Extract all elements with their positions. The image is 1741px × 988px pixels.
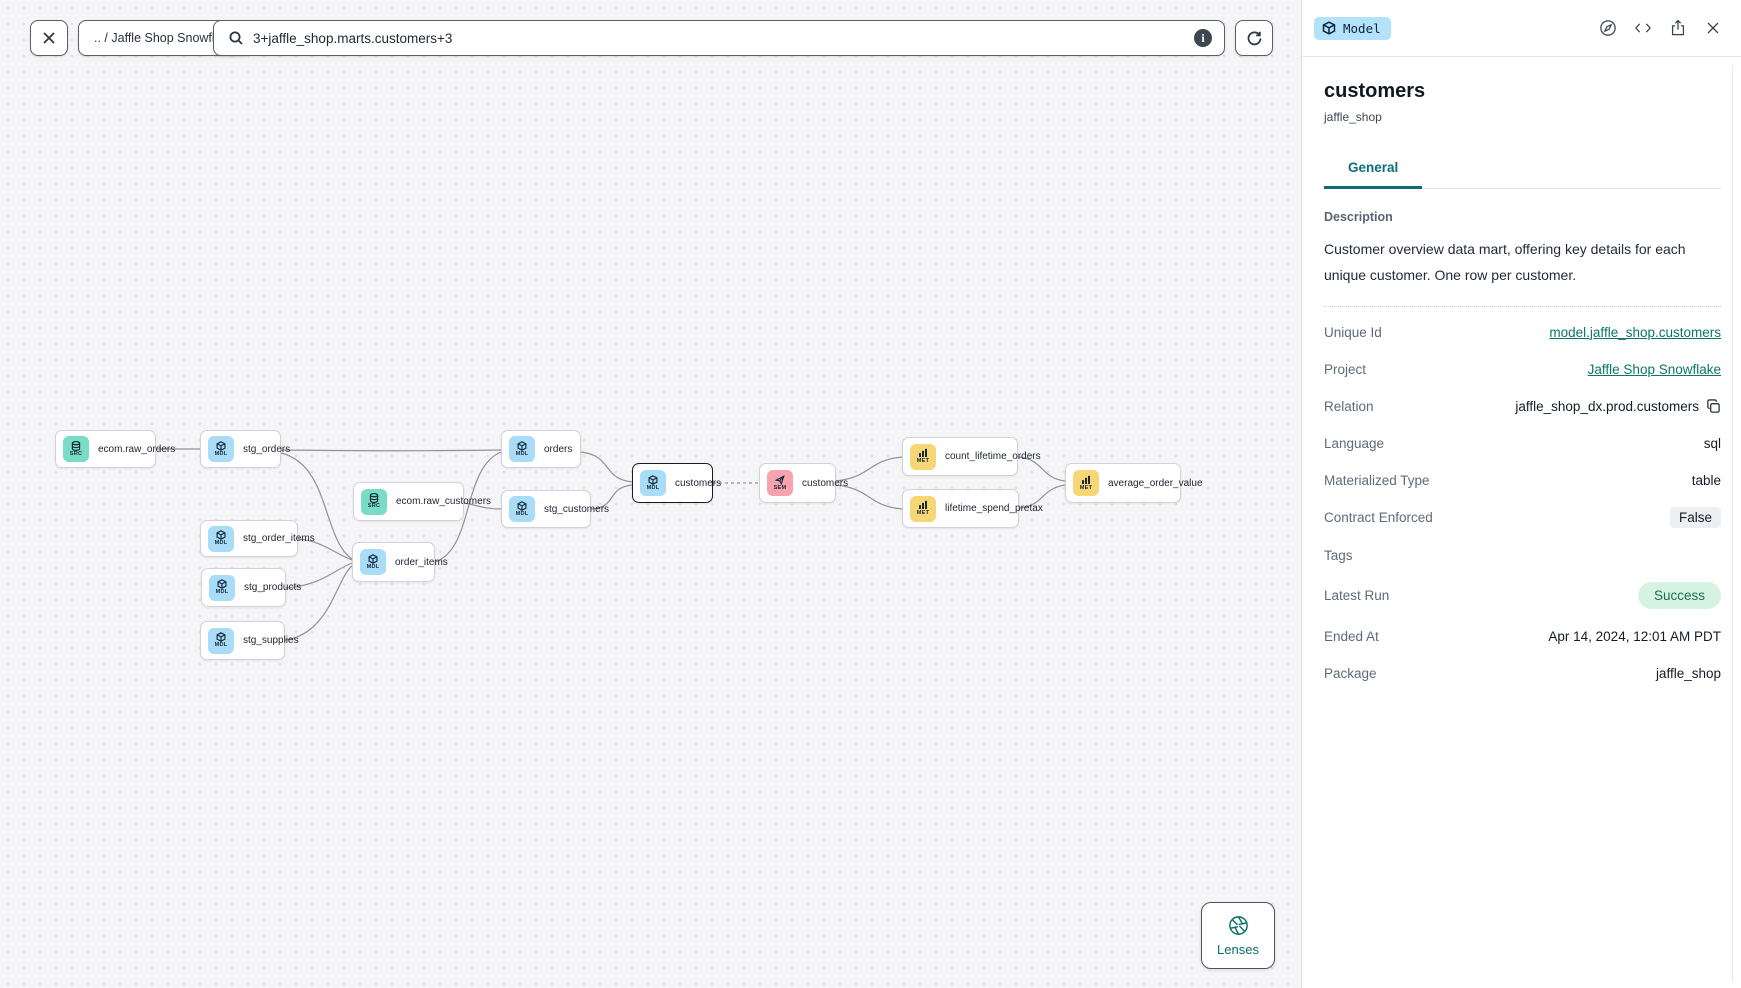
- close-lineage-button[interactable]: [30, 20, 68, 56]
- package-value: jaffle_shop: [1655, 665, 1721, 681]
- graph-node-stg-orders[interactable]: MDL stg_orders: [200, 430, 290, 468]
- view-code-button[interactable]: [1633, 18, 1653, 38]
- model-icon: MDL: [509, 436, 535, 462]
- graph-node-stg-supplies[interactable]: MDL stg_supplies: [200, 621, 299, 660]
- resource-type-badge: Model: [1314, 16, 1391, 40]
- model-icon: MDL: [509, 496, 535, 522]
- graph-node-stg-products[interactable]: MDL stg_products: [201, 568, 301, 607]
- field-row-materialized-type: Materialized Type table: [1324, 472, 1721, 488]
- cube-icon: [1322, 21, 1336, 35]
- lineage-canvas[interactable]: SRC ecom.raw_orders MDL stg_orders MDL s…: [0, 0, 1301, 988]
- field-row-package: Package jaffle_shop: [1324, 665, 1721, 681]
- model-icon: MDL: [208, 436, 234, 462]
- close-icon: [1707, 22, 1719, 34]
- semantic-model-icon: SEM: [767, 470, 793, 496]
- field-row-latest-run: Latest Run Success: [1324, 574, 1721, 618]
- panel-header: Model: [1302, 0, 1741, 57]
- description-text: Customer overview data mart, offering ke…: [1324, 237, 1721, 307]
- model-icon: MDL: [640, 470, 666, 496]
- close-panel-button[interactable]: [1703, 18, 1723, 38]
- graph-node-customers-selected[interactable]: MDL customers: [632, 463, 721, 503]
- unique-id-link[interactable]: model.jaffle_shop.customers: [1549, 324, 1721, 340]
- search-input[interactable]: [253, 30, 1185, 46]
- graph-node-orders[interactable]: MDL orders: [501, 430, 581, 468]
- code-icon: [1635, 23, 1651, 33]
- graph-node-ecom-raw-orders[interactable]: SRC ecom.raw_orders: [55, 430, 175, 468]
- graph-node-order-items[interactable]: MDL order_items: [352, 542, 448, 582]
- graph-node-stg-customers[interactable]: MDL stg_customers: [501, 490, 609, 528]
- status-badge: Success: [1637, 582, 1721, 610]
- model-icon: MDL: [208, 627, 234, 654]
- compass-icon: [1600, 20, 1616, 36]
- panel-scrollbar[interactable]: [1732, 65, 1733, 982]
- materialized-type-value: table: [1691, 472, 1721, 488]
- description-label: Description: [1324, 210, 1393, 224]
- graph-node-count-lifetime-orders[interactable]: MET count_lifetime_orders: [902, 437, 1041, 476]
- explore-lineage-button[interactable]: [1598, 18, 1618, 38]
- source-icon: SRC: [63, 436, 89, 462]
- source-icon: SRC: [361, 488, 387, 515]
- model-icon: MDL: [209, 574, 235, 601]
- metric-icon: MET: [910, 495, 936, 522]
- field-row-contract-enforced: Contract Enforced False: [1324, 499, 1721, 537]
- copy-button[interactable]: [1706, 399, 1721, 414]
- graph-node-lifetime-spend-pretax[interactable]: MET lifetime_spend_pretax: [902, 489, 1043, 528]
- field-row-language: Language sql: [1324, 435, 1721, 451]
- lenses-button[interactable]: Lenses: [1201, 902, 1275, 969]
- metric-icon: MET: [1073, 470, 1099, 496]
- panel-tabs: General: [1324, 151, 1721, 189]
- contract-enforced-value: False: [1669, 507, 1721, 529]
- graph-node-customers-semantic[interactable]: SEM customers: [759, 463, 848, 503]
- refresh-icon: [1247, 30, 1261, 45]
- field-row-project: Project Jaffle Shop Snowflake: [1324, 361, 1721, 377]
- field-rows: Unique Id model.jaffle_shop.customers Pr…: [1324, 314, 1721, 692]
- search-icon: [229, 31, 243, 45]
- share-button[interactable]: [1668, 18, 1688, 38]
- model-icon: MDL: [360, 549, 386, 575]
- panel-content: customers jaffle_shop General Descriptio…: [1302, 80, 1741, 692]
- share-icon: [1671, 19, 1685, 36]
- info-icon[interactable]: i: [1194, 29, 1212, 47]
- graph-node-stg-order-items[interactable]: MDL stg_order_items: [200, 520, 315, 557]
- close-icon: [43, 32, 55, 44]
- lineage-search-bar[interactable]: i: [213, 20, 1225, 56]
- graph-node-average-order-value[interactable]: MET average_order_value: [1065, 463, 1203, 503]
- aperture-icon: [1228, 916, 1248, 935]
- metric-icon: MET: [910, 443, 936, 470]
- project-subtitle: jaffle_shop: [1324, 110, 1382, 124]
- field-row-tags: Tags: [1324, 547, 1353, 563]
- language-value: sql: [1703, 435, 1721, 451]
- copy-icon: [1707, 399, 1720, 413]
- field-row-relation: Relation jaffle_shop_dx.prod.customers: [1324, 388, 1721, 425]
- graph-node-ecom-raw-customers[interactable]: SRC ecom.raw_customers: [353, 482, 491, 521]
- refresh-button[interactable]: [1235, 20, 1273, 56]
- tab-general[interactable]: General: [1324, 151, 1423, 189]
- ended-at-value: Apr 14, 2024, 12:01 AM PDT: [1548, 628, 1721, 644]
- page-title: customers: [1324, 80, 1426, 102]
- details-panel: Model customers jaffle_shop General Desc…: [1301, 0, 1741, 988]
- field-row-ended-at: Ended At Apr 14, 2024, 12:01 AM PDT: [1324, 628, 1721, 644]
- project-link[interactable]: Jaffle Shop Snowflake: [1587, 361, 1721, 377]
- model-icon: MDL: [208, 525, 234, 552]
- relation-value: jaffle_shop_dx.prod.customers: [1515, 398, 1699, 414]
- field-row-unique-id: Unique Id model.jaffle_shop.customers: [1324, 324, 1721, 340]
